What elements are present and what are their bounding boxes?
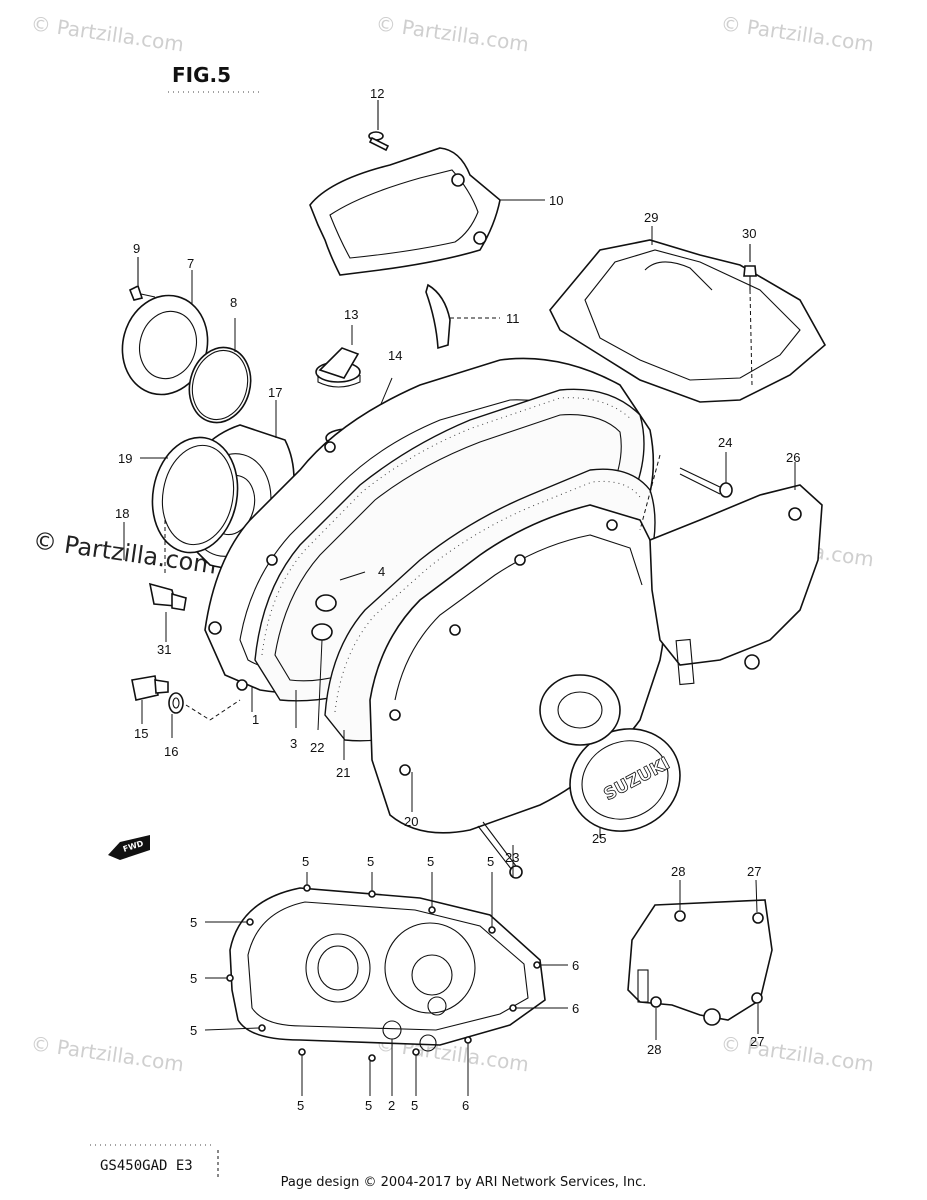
watermark: © Partzilla.com xyxy=(719,11,875,56)
side-cover-detail-view xyxy=(627,879,773,1040)
part-10-cover-plate xyxy=(309,147,545,276)
gasket-detail-view xyxy=(204,872,568,1096)
figure-title: FIG.5 xyxy=(172,63,231,87)
callout-18: 18 xyxy=(115,506,129,521)
part-30-bolt xyxy=(743,244,757,386)
part-31-switch xyxy=(123,520,187,642)
callout-20: 20 xyxy=(404,814,418,829)
callout-27: 27 xyxy=(750,1034,764,1049)
callout-11: 11 xyxy=(506,311,520,326)
part-12-screw xyxy=(368,100,390,152)
callout-26: 26 xyxy=(786,450,800,465)
callout-16: 16 xyxy=(164,744,178,759)
watermark: © Partzilla.com xyxy=(29,11,185,56)
part-11-strip xyxy=(425,283,500,350)
callout-5: 5 xyxy=(411,1098,418,1113)
callout-4: 4 xyxy=(378,564,385,579)
callout-5: 5 xyxy=(367,854,374,869)
part-16-washer xyxy=(168,692,241,738)
callout-10: 10 xyxy=(549,193,563,208)
callout-22: 22 xyxy=(310,740,324,755)
part-24-bolt xyxy=(639,452,733,531)
callout-5: 5 xyxy=(190,971,197,986)
callout-3: 3 xyxy=(290,736,297,751)
part-13-filler-cap xyxy=(315,325,361,388)
callout-6: 6 xyxy=(572,1001,579,1016)
callout-2: 2 xyxy=(388,1098,395,1113)
callout-25: 25 xyxy=(592,831,606,846)
callout-31: 31 xyxy=(157,642,171,657)
part-15-drain-plug xyxy=(131,675,169,724)
callout-29: 29 xyxy=(644,210,658,225)
callout-7: 7 xyxy=(187,256,194,271)
callout-23: 23 xyxy=(505,850,519,865)
part-29-top-cover xyxy=(549,226,827,403)
part-19-seal xyxy=(140,436,239,554)
callout-27: 27 xyxy=(747,864,761,879)
callout-5: 5 xyxy=(297,1098,304,1113)
callout-5: 5 xyxy=(190,915,197,930)
callout-21: 21 xyxy=(336,765,350,780)
callout-14: 14 xyxy=(388,348,402,363)
callout-5: 5 xyxy=(427,854,434,869)
callout-5: 5 xyxy=(302,854,309,869)
part-22-dowel-pins xyxy=(311,571,366,731)
callout-8: 8 xyxy=(230,295,237,310)
part-8-o-ring xyxy=(188,318,252,424)
part-26-side-cover xyxy=(649,462,823,686)
callout-13: 13 xyxy=(344,307,358,322)
callout-28: 28 xyxy=(671,864,685,879)
callout-labels: 1 3 4 7 8 9 10 11 12 13 14 15 16 17 18 1… xyxy=(115,86,800,865)
callout-9: 9 xyxy=(133,241,140,256)
callout-5: 5 xyxy=(487,854,494,869)
callout-24: 24 xyxy=(718,435,732,450)
detail-callout-labels: 5 5 5 5 5 5 5 5 5 2 5 6 6 6 28 27 28 27 xyxy=(190,854,764,1113)
callout-17: 17 xyxy=(268,385,282,400)
callout-28: 28 xyxy=(647,1042,661,1057)
callout-6: 6 xyxy=(572,958,579,973)
model-code: GS450GAD E3 xyxy=(100,1158,193,1174)
callout-6: 6 xyxy=(462,1098,469,1113)
callout-15: 15 xyxy=(134,726,148,741)
fwd-arrow-icon: FWD xyxy=(108,835,150,860)
watermark: © Partzilla.com xyxy=(719,1031,875,1076)
part-23-bolt xyxy=(477,821,523,879)
callout-5: 5 xyxy=(190,1023,197,1038)
callout-12: 12 xyxy=(370,86,384,101)
part-20-outer-cover: SUZUKI xyxy=(369,504,681,838)
callout-19: 19 xyxy=(118,451,132,466)
part-9-screw xyxy=(128,257,156,301)
watermark: © Partzilla.com xyxy=(374,11,530,56)
page-footer: Page design © 2004-2017 by ARI Network S… xyxy=(280,1175,647,1190)
callout-30: 30 xyxy=(742,226,756,241)
callout-5: 5 xyxy=(365,1098,372,1113)
callout-1: 1 xyxy=(252,712,259,727)
watermark: © Partzilla.com xyxy=(29,1031,185,1076)
